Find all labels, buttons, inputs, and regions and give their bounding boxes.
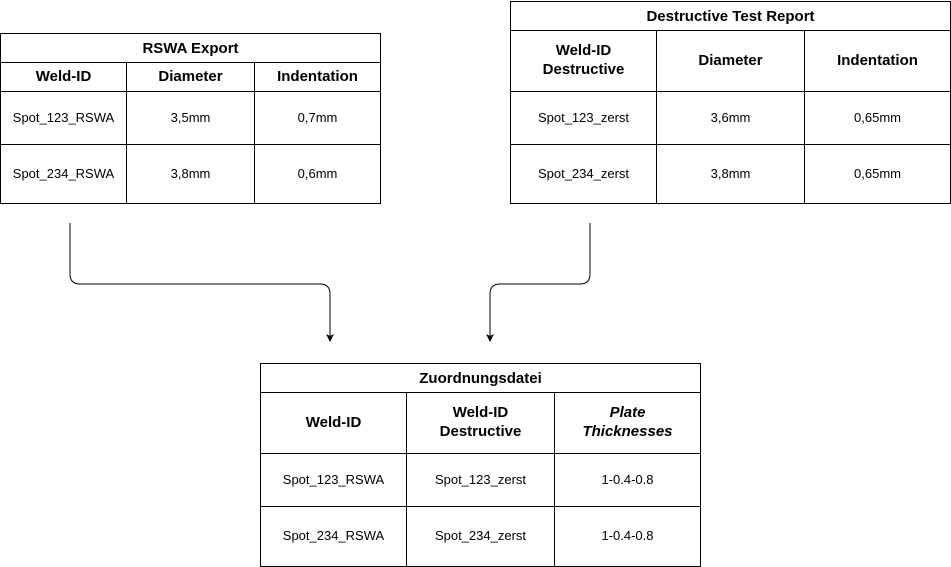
table-header-row: Weld-ID Destructive Diameter Indentation xyxy=(511,31,950,92)
table-row: Spot_234_RSWA 3,8mm 0,6mm xyxy=(1,145,380,203)
cell-weld-id: Spot_123_zerst xyxy=(511,92,657,144)
table-row: Spot_123_zerst 3,6mm 0,65mm xyxy=(511,92,950,145)
table-row: Spot_234_RSWA Spot_234_zerst 1-0.4-0.8 xyxy=(261,507,700,566)
header-diameter: Diameter xyxy=(127,63,255,91)
cell-weld-id-destructive: Spot_123_zerst xyxy=(407,454,555,506)
header-weld-id: Weld-ID xyxy=(1,63,127,91)
table-row: Spot_234_zerst 3,8mm 0,65mm xyxy=(511,145,950,203)
rswa-export-table: RSWA Export Weld-ID Diameter Indentation… xyxy=(0,33,381,204)
cell-diameter: 3,8mm xyxy=(657,145,805,203)
cell-indentation: 0,7mm xyxy=(297,109,338,125)
cell-weld-id-destructive: Spot_234_zerst xyxy=(407,507,555,566)
connector-destructive-to-zuordnung xyxy=(489,223,591,337)
header-plate-thicknesses: Plate Thicknesses xyxy=(582,404,673,440)
zuordnungsdatei-title: Zuordnungsdatei xyxy=(261,364,700,393)
header-indentation: Indentation xyxy=(837,51,918,69)
cell-indentation: 0,6mm xyxy=(297,165,338,181)
arrowhead-destructive xyxy=(486,334,494,342)
destructive-test-report-table: Destructive Test Report Weld-ID Destruct… xyxy=(510,1,951,204)
cell-weld-id: Spot_123_RSWA xyxy=(1,92,127,144)
zuordnungsdatei-table: Zuordnungsdatei Weld-ID Weld-ID Destruct… xyxy=(260,363,701,567)
cell-diameter: 3,5mm xyxy=(127,92,255,144)
cell-diameter: 3,8mm xyxy=(127,145,255,203)
header-indentation: Indentation xyxy=(277,67,358,85)
destructive-report-title: Destructive Test Report xyxy=(511,2,950,31)
arrowhead-rswa xyxy=(326,334,334,342)
cell-indentation: 0,65mm xyxy=(854,165,901,181)
header-diameter: Diameter xyxy=(657,31,805,91)
header-weld-id: Weld-ID xyxy=(261,393,407,453)
table-header-row: Weld-ID Weld-ID Destructive Plate Thickn… xyxy=(261,393,700,454)
rswa-export-title: RSWA Export xyxy=(1,34,380,63)
cell-weld-id: Spot_123_RSWA xyxy=(261,454,407,506)
table-header-row: Weld-ID Diameter Indentation xyxy=(1,63,380,92)
connector-rswa-to-zuordnung xyxy=(69,223,331,337)
cell-weld-id: Spot_234_zerst xyxy=(511,145,657,203)
cell-plate-thicknesses: 1-0.4-0.8 xyxy=(601,528,654,544)
cell-diameter: 3,6mm xyxy=(657,92,805,144)
cell-weld-id: Spot_234_RSWA xyxy=(1,145,127,203)
table-row: Spot_123_RSWA 3,5mm 0,7mm xyxy=(1,92,380,145)
header-weld-id-destructive: Weld-ID Destructive xyxy=(511,31,657,91)
header-weld-id-destructive: Weld-ID Destructive xyxy=(407,393,555,453)
table-row: Spot_123_RSWA Spot_123_zerst 1-0.4-0.8 xyxy=(261,454,700,507)
cell-indentation: 0,65mm xyxy=(854,109,901,125)
cell-weld-id: Spot_234_RSWA xyxy=(261,507,407,566)
cell-plate-thicknesses: 1-0.4-0.8 xyxy=(601,471,654,487)
